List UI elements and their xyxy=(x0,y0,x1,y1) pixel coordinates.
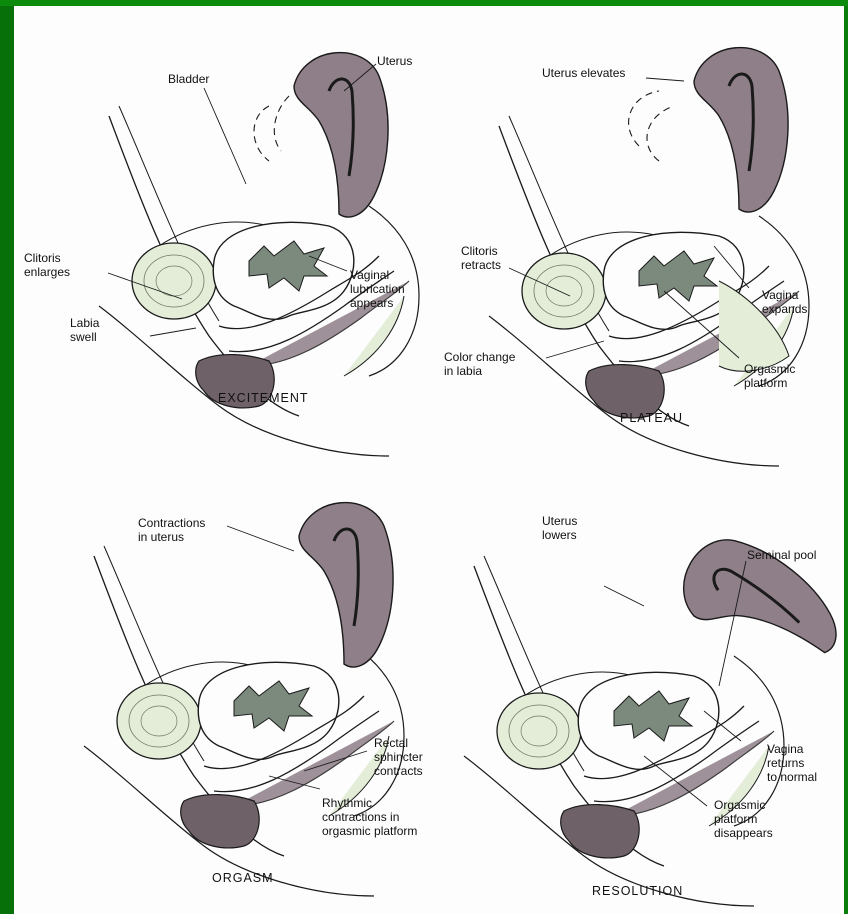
plateau-anatomy xyxy=(489,48,809,466)
label-clitoris-retracts: Clitoris retracts xyxy=(461,244,501,272)
label-seminal-pool: Seminal pool xyxy=(747,548,816,562)
label-rhythmic-contractions: Rhythmic contractions in orgasmic platfo… xyxy=(322,796,417,838)
label-clitoris-enlarges: Clitoris enlarges xyxy=(24,251,70,279)
stage-title-excitement: EXCITEMENT xyxy=(218,391,309,405)
label-uterus-elevates: Uterus elevates xyxy=(542,66,625,80)
label-color-change-labia: Color change in labia xyxy=(444,350,515,378)
label-vagina-returns: Vagina returns to normal xyxy=(767,742,817,784)
label-contractions-uterus: Contractions in uterus xyxy=(138,516,205,544)
label-rectal-sphincter: Rectal sphincter contracts xyxy=(374,736,423,778)
label-uterus: Uterus xyxy=(377,54,412,68)
label-vagina-expands: Vagina expands xyxy=(762,288,807,316)
stage-title-resolution: RESOLUTION xyxy=(592,884,683,898)
label-bladder: Bladder xyxy=(168,72,209,86)
label-vaginal-lubrication: Vaginal lubrication appears xyxy=(350,268,405,310)
stage-title-orgasm: ORGASM xyxy=(212,871,274,885)
label-uterus-lowers: Uterus lowers xyxy=(542,514,577,542)
frame-left-accent xyxy=(0,0,14,914)
label-platform-disappears: Orgasmic platform disappears xyxy=(714,798,773,840)
diagram-panel: Uterus Bladder Clitoris enlarges Labia s… xyxy=(14,6,844,914)
label-orgasmic-platform: Orgasmic platform xyxy=(744,362,795,390)
label-labia-swell: Labia swell xyxy=(70,316,99,344)
resolution-anatomy xyxy=(464,520,844,906)
anatomy-illustration xyxy=(14,6,844,914)
stage-title-plateau: PLATEAU xyxy=(620,411,683,425)
